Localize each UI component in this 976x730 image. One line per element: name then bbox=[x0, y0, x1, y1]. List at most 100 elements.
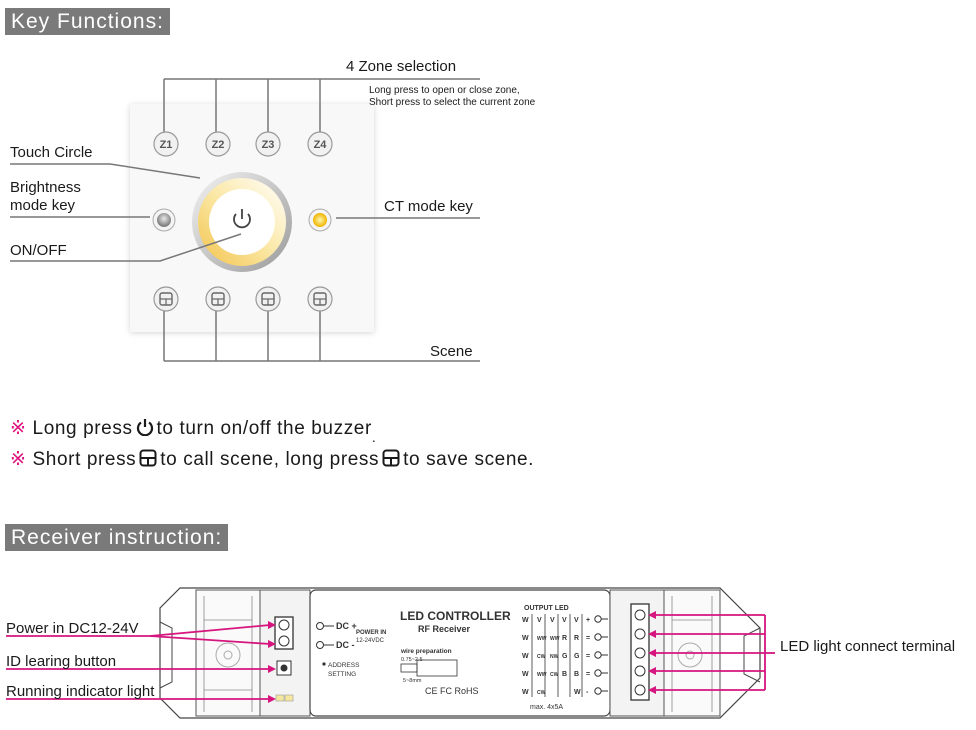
receiver-illustration: DC + DC - POWER IN 12-24VDC ADDRESS SETT… bbox=[6, 587, 775, 719]
power-in-small-label: POWER IN bbox=[356, 630, 386, 636]
output-led-label: OUTPUT LED bbox=[524, 605, 569, 612]
zone-key-4-label: Z4 bbox=[314, 139, 328, 151]
id-button-label: ID learing button bbox=[6, 653, 117, 670]
brightness-label-2: mode key bbox=[10, 197, 76, 214]
output-grid-cell: W bbox=[574, 689, 581, 696]
output-grid-cell: W bbox=[522, 635, 529, 642]
output-pin bbox=[594, 687, 602, 695]
zone-selection-label: 4 Zone selection bbox=[346, 58, 457, 75]
output-grid-cell: V bbox=[574, 617, 579, 624]
output-grid-cell: CW bbox=[537, 654, 546, 660]
output-grid-cell: = bbox=[586, 653, 590, 660]
output-grid-cell: W bbox=[522, 653, 529, 660]
receiver-left-leaders bbox=[6, 624, 271, 700]
output-grid-cell: = bbox=[586, 671, 590, 678]
receiver-left-arrowheads bbox=[268, 621, 276, 703]
output-grid-cell: WW bbox=[550, 636, 560, 642]
wire-length-label: 5~8mm bbox=[403, 678, 422, 684]
receiver-header: Receiver instruction: bbox=[5, 524, 229, 551]
output-grid-cell: R bbox=[574, 635, 579, 642]
output-grid-cell: W bbox=[522, 617, 529, 624]
zone-leader-lines bbox=[163, 78, 480, 132]
output-grid-cell: + bbox=[586, 617, 590, 624]
address-label-1: ADDRESS bbox=[328, 662, 360, 669]
scene-keys bbox=[153, 286, 333, 312]
output-grid-cell: V bbox=[562, 617, 567, 624]
note-2-a: Short press bbox=[32, 449, 137, 470]
note-line-2: ※Short press to call scene, long press to … bbox=[10, 449, 534, 471]
touch-circle-label: Touch Circle bbox=[10, 144, 93, 161]
receiver-right-leaders bbox=[654, 614, 775, 691]
scene-label: Scene bbox=[430, 343, 473, 360]
scene-key-2 bbox=[205, 286, 231, 312]
controller-title: LED CONTROLLER bbox=[400, 609, 511, 623]
output-grid-cell: R bbox=[562, 635, 567, 642]
brightness-label-1: Brightness bbox=[10, 179, 81, 196]
output-grid-cell: V bbox=[550, 617, 555, 624]
wire-prep-label: wire preparation bbox=[400, 648, 452, 655]
running-light-label: Running indicator light bbox=[6, 683, 155, 700]
note-line-1: ※Long press to turn on/off the buzzer. bbox=[10, 418, 376, 445]
output-grid-cell: - bbox=[586, 689, 589, 696]
left-leader-lines bbox=[10, 163, 480, 262]
scene-leader-lines bbox=[163, 311, 480, 362]
note-mark-1: ※ bbox=[10, 418, 27, 439]
certs-label: CE FC RoHS bbox=[425, 686, 479, 696]
controller-subtitle: RF Receiver bbox=[418, 624, 471, 634]
zone-key-1 bbox=[153, 131, 179, 157]
max-load-label: max. 4x5A bbox=[530, 704, 563, 711]
scene-key-1 bbox=[153, 286, 179, 312]
power-icon bbox=[233, 209, 251, 229]
output-grid-cell: W bbox=[522, 671, 529, 678]
output-pin bbox=[594, 615, 602, 623]
scene-icon bbox=[382, 449, 400, 467]
note-1-a: Long press bbox=[32, 418, 133, 439]
output-grid-cell: G bbox=[574, 653, 580, 660]
output-grid-cell: V bbox=[537, 617, 542, 624]
zone-key-2 bbox=[205, 131, 231, 157]
zone-note-2: Short press to select the current zone bbox=[369, 97, 536, 108]
note-2-b: to call scene, long press bbox=[160, 449, 380, 470]
output-grid-cell: CW bbox=[550, 672, 559, 678]
scene-key-3 bbox=[255, 286, 281, 312]
output-grid-cell: NW bbox=[550, 654, 559, 660]
note-1-c: . bbox=[371, 429, 377, 445]
power-icon bbox=[136, 419, 153, 436]
zone-key-2-label: Z2 bbox=[212, 139, 225, 151]
zone-keys: Z1 Z2 Z3 Z4 bbox=[153, 131, 333, 157]
key-functions-header: Key Functions: bbox=[5, 8, 170, 35]
output-grid-cell: W bbox=[522, 689, 529, 696]
output-grid-cell: WW bbox=[537, 636, 547, 642]
terminal-label: LED light connect terminal bbox=[780, 638, 956, 655]
zone-key-4 bbox=[307, 131, 333, 157]
note-1-b: to turn on/off the buzzer bbox=[156, 418, 372, 439]
output-pin bbox=[594, 651, 602, 659]
output-grid-cell: B bbox=[574, 671, 579, 678]
output-grid-cell: = bbox=[586, 635, 590, 642]
zone-note-1: Long press to open or close zone, bbox=[369, 85, 520, 96]
zone-key-3-label: Z3 bbox=[262, 139, 275, 151]
dc-plus-label: DC + bbox=[336, 621, 357, 631]
output-grid-cell: CW bbox=[537, 690, 546, 696]
output-grid-cell: G bbox=[562, 653, 568, 660]
scene-icon bbox=[139, 449, 157, 467]
zone-key-1-label: Z1 bbox=[160, 139, 173, 151]
touch-circle bbox=[192, 172, 292, 272]
power-range-label: 12-24VDC bbox=[356, 638, 385, 644]
wire-gauge-label: 0.75~2.5 bbox=[401, 657, 423, 663]
output-pin bbox=[594, 669, 602, 677]
receiver-right-arrowheads bbox=[648, 611, 656, 694]
on-off-label: ON/OFF bbox=[10, 242, 67, 259]
note-2-c: to save scene. bbox=[403, 449, 535, 470]
output-pin bbox=[594, 633, 602, 641]
scene-key-4 bbox=[307, 286, 333, 312]
zone-key-3 bbox=[255, 131, 281, 157]
note-mark-2: ※ bbox=[10, 449, 27, 470]
ct-mode-label: CT mode key bbox=[384, 198, 473, 215]
address-label-2: SETTING bbox=[328, 671, 356, 678]
output-grid-cell: B bbox=[562, 671, 567, 678]
dc-minus-label: DC - bbox=[336, 640, 355, 650]
